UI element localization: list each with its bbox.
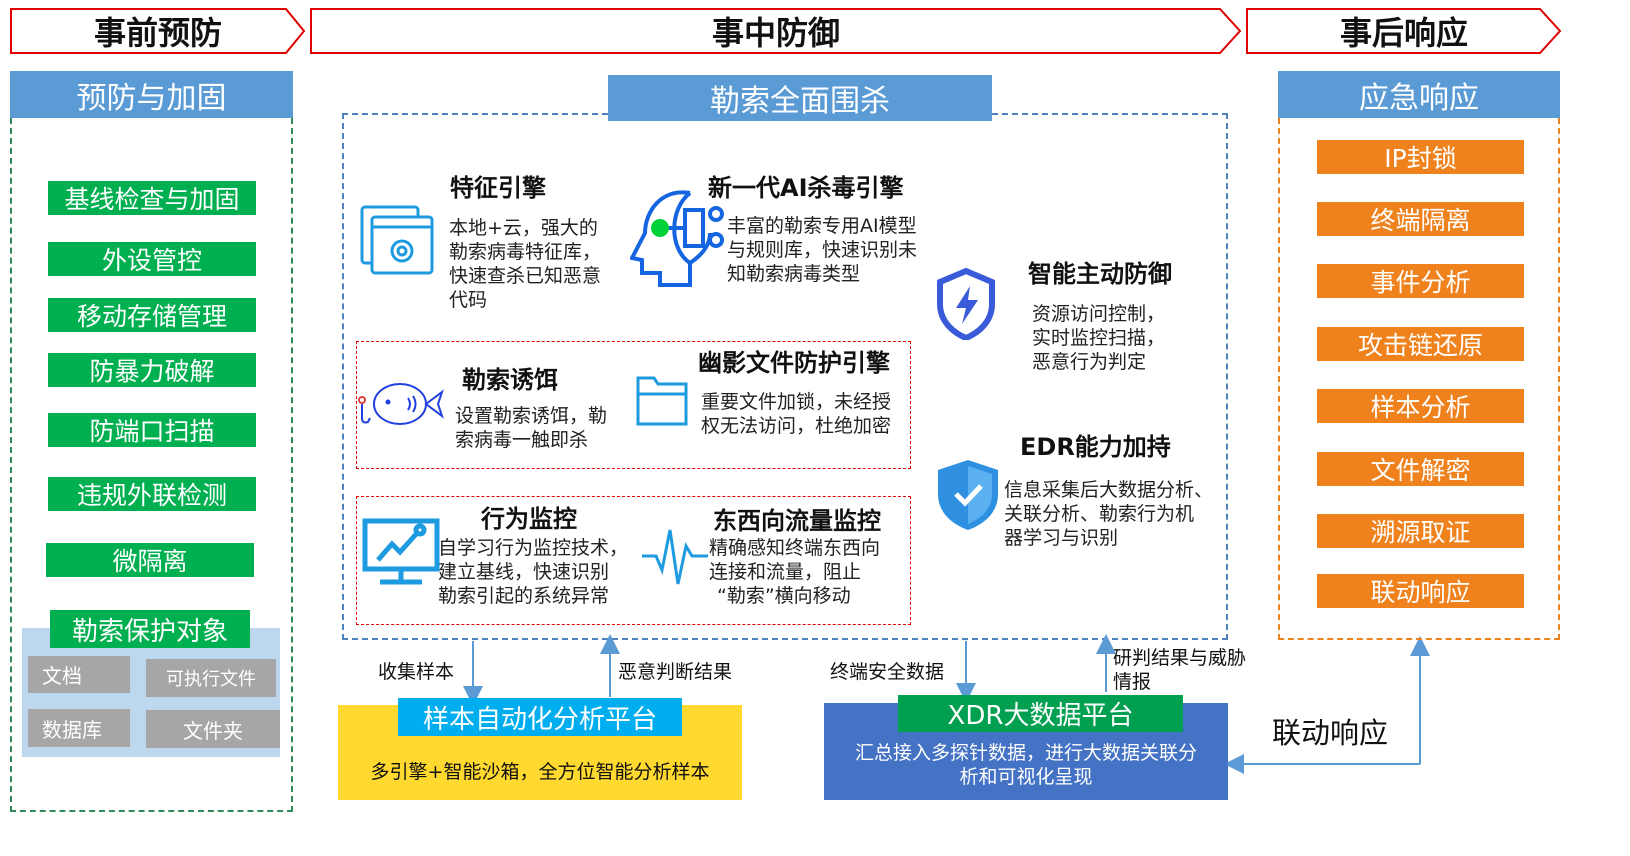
item-baseline: 基线检查与加固 (48, 181, 256, 215)
block-desc-shadow-file: 重要文件加锁，未经授权无法访问，杜绝加密 (701, 390, 891, 438)
left-panel (10, 118, 293, 812)
xdr-platform-desc: 汇总接入多探针数据，进行大数据关联分析和可视化呈现 (824, 741, 1228, 789)
desc-line: 连接和流量，阻止 (709, 561, 862, 583)
shield-bolt-icon (937, 268, 995, 340)
desc-line: 关联分析、勒索行为机 (1004, 503, 1195, 525)
phase-before-label: 事前预防 (93, 14, 222, 52)
flow-malicious-label: 恶意判断结果 (618, 661, 733, 683)
resp-event-analysis: 事件分析 (1317, 264, 1524, 298)
desc-line: 索病毒一触即杀 (455, 429, 589, 451)
pulse-icon (642, 529, 708, 585)
block-desc-east-west: 精确感知终端东西向连接和流量，阻止“勒索”横向移动 (709, 536, 880, 608)
block-title-signature: 特征引擎 (450, 174, 546, 202)
xdr-desc-line: 析和可视化呈现 (959, 766, 1093, 788)
desc-line: 与规则库，快速识别未 (727, 239, 918, 261)
desc-line: 信息采集后大数据分析、 (1004, 479, 1214, 501)
xdr-desc-line: 汇总接入多探针数据，进行大数据关联分 (854, 742, 1197, 764)
fish-hook-icon (358, 383, 444, 425)
block-title-east-west: 东西向流量监控 (713, 507, 881, 535)
phase-after: 事后响应 (1246, 8, 1562, 54)
folder-icon (636, 376, 688, 426)
desc-line: 权无法访问，杜绝加密 (701, 415, 892, 437)
item-microseg: 微隔离 (46, 543, 254, 577)
settings-window-icon (360, 205, 434, 275)
protect-db: 数据库 (28, 709, 130, 747)
resp-isolate: 终端隔离 (1317, 202, 1524, 236)
phase-during-label: 事中防御 (711, 14, 840, 52)
judge-line: 情报 (1113, 671, 1152, 693)
sample-platform-title: 样本自动化分析平台 (398, 698, 682, 736)
center-header: 勒索全面围杀 (608, 75, 992, 121)
ai-head-icon (630, 190, 724, 287)
flow-linkage-label: 联动响应 (1272, 716, 1389, 750)
item-outbound: 违规外联检测 (48, 477, 256, 511)
desc-line: 资源访问控制， (1032, 303, 1166, 325)
block-desc-edr: 信息采集后大数据分析、关联分析、勒索行为机器学习与识别 (1004, 478, 1213, 550)
block-desc-bait: 设置勒索诱饵，勒索病毒一触即杀 (455, 404, 607, 452)
block-title-bait: 勒索诱饵 (462, 366, 558, 394)
flow-terminal-label: 终端安全数据 (830, 661, 945, 683)
desc-line: 勒索病毒特征库， (449, 241, 602, 263)
desc-line: 知勒索病毒类型 (727, 263, 861, 285)
protect-folder: 文件夹 (146, 710, 280, 748)
left-header: 预防与加固 (10, 71, 293, 118)
item-storage: 移动存储管理 (48, 298, 256, 332)
protect-title: 勒索保护对象 (50, 610, 250, 648)
red-box-bait (356, 341, 911, 469)
protect-exe: 可执行文件 (146, 659, 276, 697)
block-desc-active-defense: 资源访问控制，实时监控扫描，恶意行为判定 (1032, 302, 1165, 374)
shield-check-icon (938, 460, 998, 530)
desc-line: 设置勒索诱饵，勒 (455, 405, 608, 427)
red-box-behavior (356, 496, 911, 625)
xdr-platform-title: XDR大数据平台 (898, 695, 1183, 732)
block-title-shadow-file: 幽影文件防护引擎 (698, 349, 890, 377)
resp-attack-chain: 攻击链还原 (1317, 327, 1524, 361)
desc-line: 恶意行为判定 (1032, 351, 1147, 373)
phase-after-label: 事后响应 (1339, 14, 1468, 52)
block-title-ai: 新一代AI杀毒引擎 (708, 174, 904, 202)
desc-line: 本地+云，强大的 (449, 217, 598, 239)
block-desc-ai: 丰富的勒索专用AI模型与规则库，快速识别未知勒索病毒类型 (727, 214, 917, 286)
right-header: 应急响应 (1278, 71, 1560, 118)
desc-line: 代码 (449, 289, 488, 311)
resp-decrypt: 文件解密 (1317, 452, 1524, 486)
item-peripheral: 外设管控 (48, 242, 256, 276)
desc-line: 重要文件加锁，未经授 (701, 391, 892, 413)
phase-before: 事前预防 (10, 8, 306, 54)
desc-line: “勒索”横向移动 (717, 585, 851, 607)
block-title-behavior: 行为监控 (481, 505, 577, 533)
desc-line: 器学习与识别 (1004, 527, 1119, 549)
block-title-edr: EDR能力加持 (1020, 433, 1171, 461)
sample-platform-desc: 多引擎+智能沙箱，全方位智能分析样本 (370, 761, 710, 783)
phase-during: 事中防御 (310, 8, 1242, 54)
block-title-active-defense: 智能主动防御 (1028, 260, 1172, 288)
desc-line: 精确感知终端东西向 (709, 537, 881, 559)
item-bruteforce: 防暴力破解 (48, 353, 256, 387)
resp-sample-analysis: 样本分析 (1317, 389, 1524, 423)
protect-doc: 文档 (28, 656, 130, 693)
desc-line: 建立基线，快速识别 (438, 561, 610, 583)
flow-collect-label: 收集样本 (378, 661, 455, 683)
item-portscan: 防端口扫描 (48, 413, 256, 447)
right-panel (1278, 118, 1560, 640)
resp-forensics: 溯源取证 (1317, 514, 1524, 548)
judge-line: 研判结果与威胁 (1113, 647, 1247, 669)
resp-linkage: 联动响应 (1317, 574, 1524, 608)
desc-line: 快速查杀已知恶意 (449, 265, 602, 287)
desc-line: 自学习行为监控技术， (438, 537, 629, 559)
monitor-chart-icon (362, 518, 440, 585)
resp-ip-block: IP封锁 (1317, 140, 1524, 174)
block-desc-behavior: 自学习行为监控技术，建立基线，快速识别勒索引起的系统异常 (438, 536, 628, 608)
desc-line: 实时监控扫描， (1032, 327, 1166, 349)
flow-judge-label: 研判结果与威胁情报 (1113, 646, 1246, 694)
block-desc-signature: 本地+云，强大的勒索病毒特征库，快速查杀已知恶意代码 (449, 216, 601, 312)
desc-line: 丰富的勒索专用AI模型 (727, 215, 917, 237)
desc-line: 勒索引起的系统异常 (438, 585, 610, 607)
